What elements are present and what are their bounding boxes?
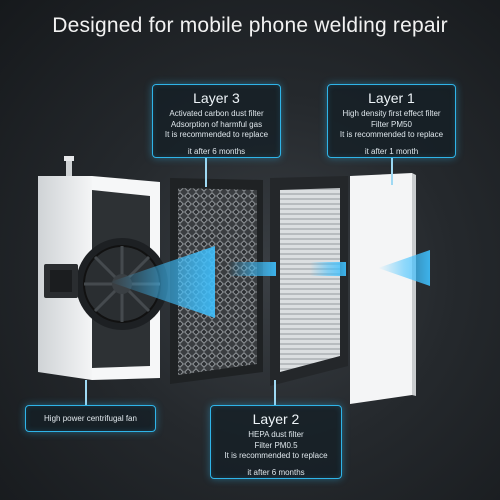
fan-connector bbox=[85, 380, 87, 406]
layer3-line-3: It is recommended to replace bbox=[164, 130, 269, 139]
layer2-line-3: It is recommended to replace bbox=[224, 451, 328, 460]
layer1-line-1: High density first effect filter bbox=[342, 109, 441, 118]
layer3-connector bbox=[205, 157, 207, 187]
layer1-footer: it after 1 month bbox=[364, 146, 419, 156]
page-title: Designed for mobile phone welding repair bbox=[52, 14, 448, 37]
layer1-line-3: It is recommended to replace bbox=[339, 130, 444, 139]
layer1-first-effect-filter bbox=[350, 173, 416, 404]
layer3-carbon-filter bbox=[170, 178, 263, 384]
layer2-line-1: HEPA dust filter bbox=[248, 430, 304, 439]
fan-housing bbox=[38, 156, 168, 380]
layer3-line-2: Adsorption of harmful gas bbox=[170, 119, 263, 129]
layer2-connector bbox=[274, 380, 276, 406]
fan-callout: High power centrifugal fan bbox=[25, 405, 156, 432]
layer3-footer: it after 6 months bbox=[187, 146, 246, 156]
layer1-heading: Layer 1 bbox=[368, 90, 415, 106]
airflow-beams bbox=[110, 246, 430, 318]
layer2-callout: Layer 2 HEPA dust filter Filter PM0.5 It… bbox=[210, 405, 342, 479]
layer1-callout: Layer 1 High density first effect filter… bbox=[327, 84, 456, 158]
layer3-callout: Layer 3 Activated carbon dust filter Ads… bbox=[152, 84, 281, 158]
layer1-line-2: Filter PM50 bbox=[371, 119, 412, 129]
layer2-footer: it after 6 months bbox=[247, 467, 305, 477]
layer1-connector bbox=[391, 157, 393, 185]
layer3-heading: Layer 3 bbox=[193, 90, 240, 106]
layer2-heading: Layer 2 bbox=[252, 411, 300, 427]
layer3-line-1: Activated carbon dust filter bbox=[169, 109, 264, 118]
layer2-hepa-filter bbox=[270, 176, 348, 386]
layer2-line-2: Filter PM0.5 bbox=[254, 440, 298, 450]
